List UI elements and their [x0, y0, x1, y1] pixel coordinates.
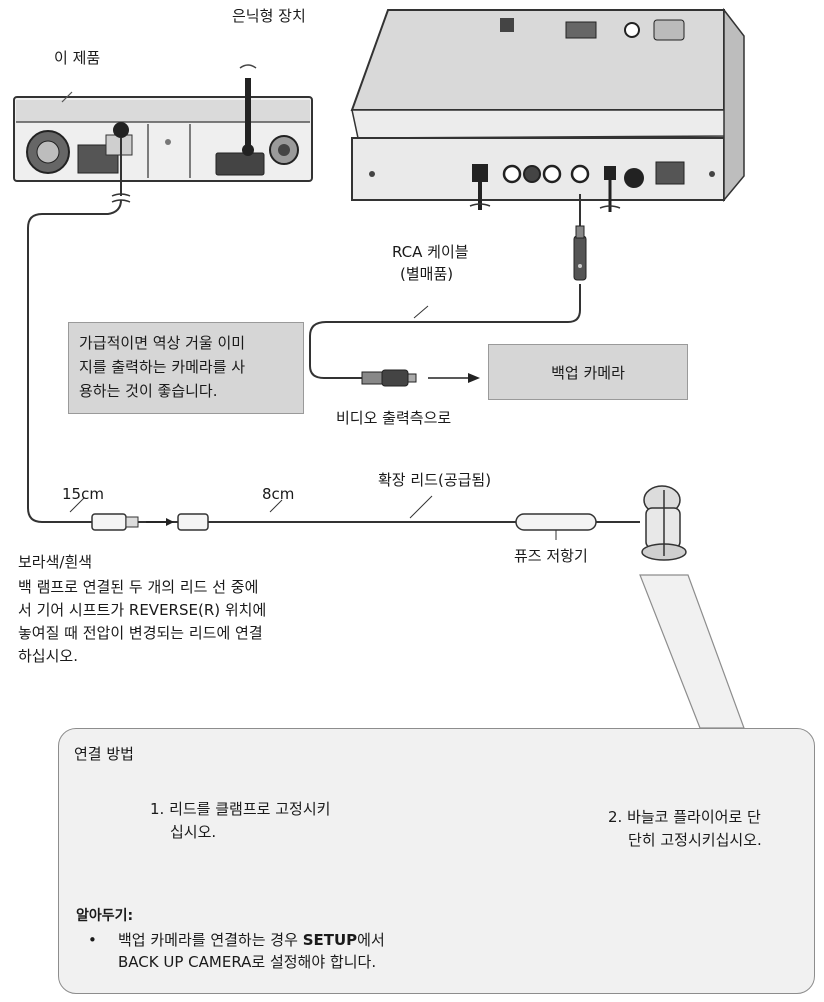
this-product-label: 이 제품 [54, 49, 101, 67]
concealed-unit-label: 은닉형 장치 [232, 7, 306, 25]
backup-camera-box: 백업 카메라 [488, 344, 688, 400]
callout-beam [639, 574, 745, 729]
instruction-line: 서 기어 시프트가 REVERSE(R) 위치에 [18, 601, 267, 619]
step2-text: 2. 바늘코 플라이어로 단 단히 고정시키십시오. [608, 806, 808, 852]
length-15cm: 15cm [62, 485, 104, 503]
notice-line-1: 백업 카메라를 연결하는 경우 SETUP에서 [118, 930, 385, 950]
step1-line: 1. 리드를 클램프로 고정시키 [150, 800, 331, 818]
step1-text: 1. 리드를 클램프로 고정시키 십시오. [150, 798, 390, 844]
instruction-line: 하십시오. [18, 647, 78, 665]
panel-title: 연결 방법 [74, 745, 134, 763]
notice-bullet: • [88, 931, 97, 949]
instruction-line: 놓여질 때 전압이 변경되는 리드에 연결 [18, 624, 263, 642]
video-output-label: 비디오 출력측으로 [336, 409, 452, 427]
step1-line: 십시오. [170, 823, 217, 841]
wire-instructions: 백 램프로 연결된 두 개의 리드 선 중에 서 기어 시프트가 REVERSE… [18, 576, 348, 668]
extension-lead-label: 확장 리드(공급됨) [378, 471, 492, 489]
backup-camera-keyword: BACK UP CAMERA [118, 953, 252, 971]
notice-title: 알아두기: [76, 908, 134, 924]
rca-plug [573, 225, 587, 281]
setup-keyword: SETUP [302, 931, 358, 949]
step2-line: 단히 고정시키십시오. [628, 831, 762, 849]
step2-line: 2. 바늘코 플라이어로 단 [608, 808, 761, 826]
note-line: 가급적이면 역상 거울 이미 [79, 334, 246, 352]
connection-method-panel [58, 728, 815, 994]
fuse-resistor [515, 513, 597, 531]
fuse-resistor-label: 퓨즈 저항기 [514, 547, 588, 565]
length-8cm: 8cm [262, 485, 295, 503]
wire-clamp [641, 485, 687, 561]
instruction-line: 백 램프로 연결된 두 개의 리드 선 중에 [18, 578, 259, 596]
note-line: 지를 출력하는 카메라를 사 [79, 358, 246, 376]
notice-line-2: BACK UP CAMERA로 설정해야 합니다. [118, 952, 376, 972]
notice-text: 백업 카메라를 연결하는 경우 [118, 931, 303, 949]
notice-text: 에서 [357, 931, 385, 949]
rca-cable-label: RCA 케이블 [392, 243, 469, 261]
concealed-unit-illustration [350, 7, 745, 212]
head-unit-rear-illustration [13, 64, 313, 182]
mirror-image-note: 가급적이면 역상 거울 이미 지를 출력하는 카메라를 사 용하는 것이 좋습니… [68, 322, 304, 414]
note-line: 용하는 것이 좋습니다. [79, 382, 218, 400]
lead-connectors [91, 513, 209, 531]
wire-color-label: 보라색/흰색 [18, 553, 93, 571]
video-output-connector [361, 369, 417, 387]
backup-camera-label: 백업 카메라 [551, 363, 625, 382]
arrow-to-camera [428, 373, 480, 383]
notice-text: 로 설정해야 합니다. [251, 953, 377, 971]
rca-sold-separately: (별매품) [400, 265, 454, 283]
